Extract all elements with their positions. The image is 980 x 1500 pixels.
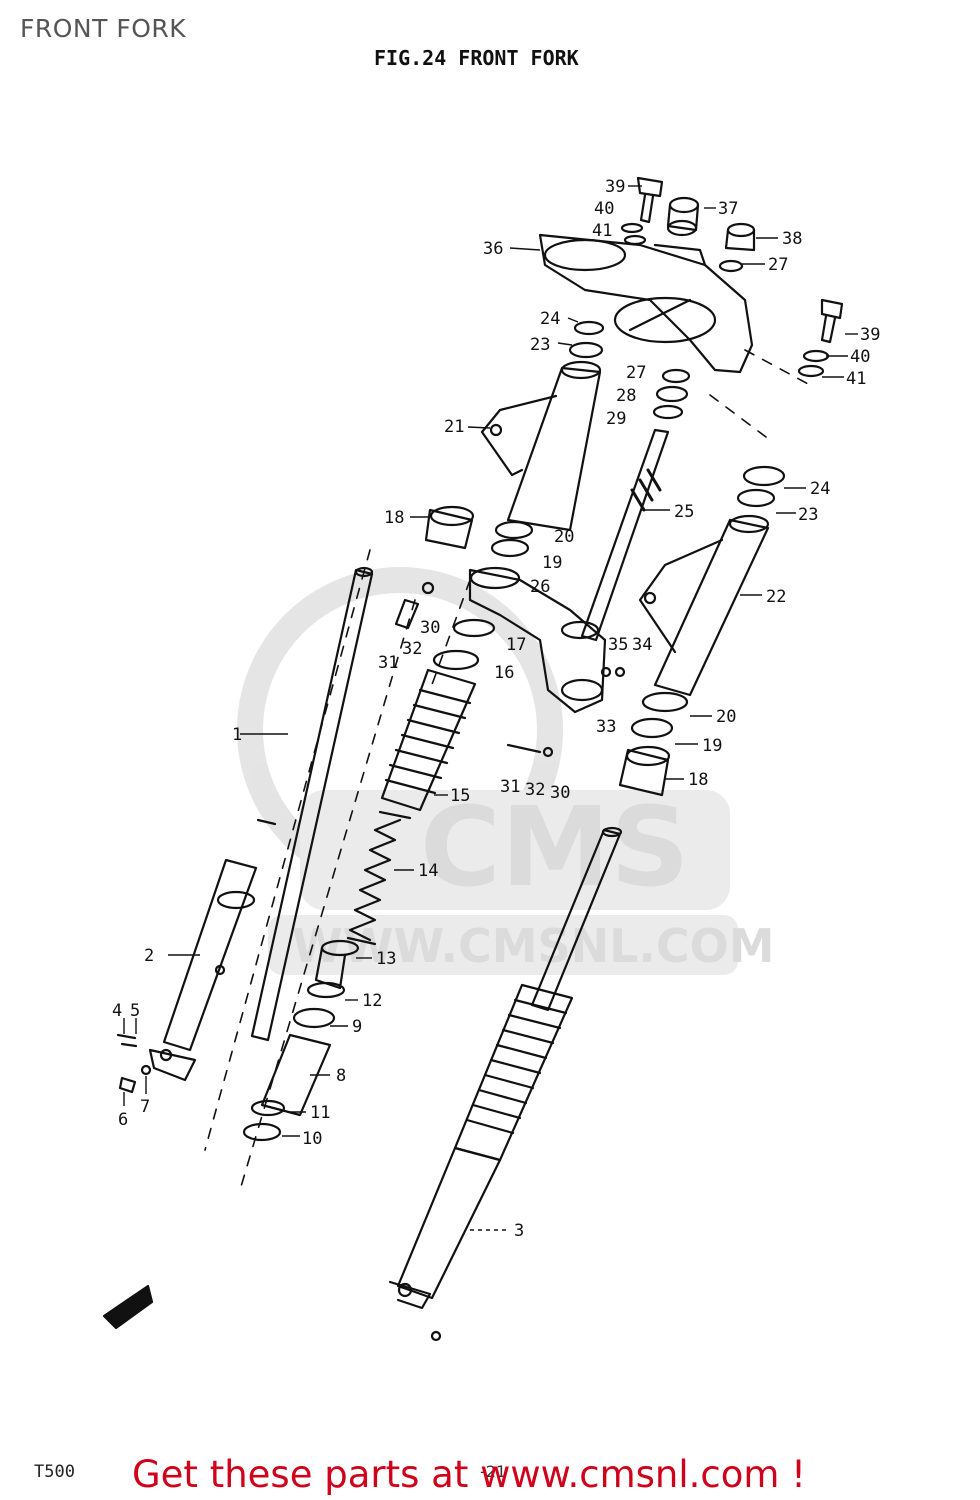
callout-label: 9 — [352, 1017, 362, 1037]
callout-label: 33 — [596, 717, 616, 737]
side-bolt-39 — [797, 298, 844, 378]
page-number: -21 — [480, 1462, 507, 1481]
cmsnl-watermark: CMS WWW.CMSNL.COM — [237, 567, 775, 975]
lower-bracket — [468, 566, 607, 714]
damper-parts — [242, 939, 360, 1142]
callout-label: 2 — [144, 946, 154, 966]
callout-label: 39 — [605, 177, 625, 197]
bushing-37 — [666, 196, 700, 237]
headlight-bracket-right — [638, 465, 786, 697]
callout-label: 40 — [850, 347, 870, 367]
watermark-url: WWW.CMSNL.COM — [292, 919, 775, 973]
callout-label: 29 — [606, 409, 626, 429]
callout-label: 22 — [766, 587, 786, 607]
callout-label: 27 — [768, 255, 788, 275]
callout-label: 32 — [525, 780, 545, 800]
callout-label: 39 — [860, 325, 880, 345]
watermark-brand: CMS — [420, 783, 689, 911]
callout-label: 18 — [688, 770, 708, 790]
axle-bolts-4-7 — [116, 1033, 152, 1094]
callout-label: 15 — [450, 786, 470, 806]
callout-label: 1 — [232, 725, 242, 745]
callout-label: 25 — [674, 502, 694, 522]
callout-labels: 39 40 41 37 38 27 36 39 40 41 24 23 27 2… — [112, 177, 880, 1241]
callout-label: 36 — [483, 239, 503, 259]
cushion-right — [618, 691, 689, 797]
callout-label: 34 — [632, 635, 652, 655]
callout-label: 31 — [500, 777, 520, 797]
callout-label: 40 — [594, 199, 614, 219]
callout-label: 8 — [336, 1066, 346, 1086]
callout-label: 23 — [530, 335, 550, 355]
callout-label: 24 — [540, 309, 560, 329]
upper-bracket — [538, 233, 754, 374]
callout-label: 14 — [418, 861, 438, 881]
callout-label: 41 — [846, 369, 866, 389]
callout-label: 5 — [130, 1001, 140, 1021]
callout-label: 35 — [608, 635, 628, 655]
headlight-bracket-left — [480, 320, 605, 532]
fork-assembly-right — [388, 826, 623, 1342]
callout-label: 7 — [140, 1097, 150, 1117]
leader-lines — [123, 185, 858, 1231]
callout-label: 17 — [506, 635, 526, 655]
callout-label: 6 — [118, 1110, 128, 1130]
callout-label: 30 — [420, 618, 440, 638]
fork-boot-left — [380, 618, 496, 812]
callout-label: 19 — [542, 553, 562, 573]
callout-label: 21 — [444, 417, 464, 437]
top-bolt-39 — [636, 176, 664, 224]
callout-label: 41 — [592, 221, 612, 241]
page-title: FRONT FORK — [20, 14, 187, 43]
footer-promo-link[interactable]: Get these parts at www.cmsnl.com ! — [132, 1453, 807, 1496]
callout-label: 28 — [616, 386, 636, 406]
pinch-bolts — [394, 581, 626, 758]
front-direction-arrow — [102, 1284, 154, 1330]
washers-40-41 — [620, 222, 647, 246]
callout-label: 24 — [810, 479, 830, 499]
callout-label: 27 — [626, 363, 646, 383]
callout-label: 37 — [718, 199, 738, 219]
figure-title: FIG.24 FRONT FORK — [374, 46, 579, 70]
callout-label: 10 — [302, 1129, 322, 1149]
callout-label: 26 — [530, 577, 550, 597]
callout-label: 38 — [782, 229, 802, 249]
callout-label: 32 — [402, 639, 422, 659]
callout-label: 11 — [310, 1103, 330, 1123]
inner-tube-left — [250, 566, 374, 1042]
callout-label: 23 — [798, 505, 818, 525]
callout-label: 12 — [362, 991, 382, 1011]
model-code: T500 — [34, 1462, 75, 1482]
steering-stem — [580, 368, 691, 642]
fork-spring — [346, 810, 412, 946]
outer-tube-left — [148, 858, 258, 1082]
callout-label: 16 — [494, 663, 514, 683]
callout-label: 31 — [378, 653, 398, 673]
assembly-axis-lines — [204, 349, 811, 1191]
cushion-left — [424, 505, 534, 558]
callout-label: 18 — [384, 508, 404, 528]
callout-label: 3 — [514, 1221, 524, 1241]
callout-label: 4 — [112, 1001, 122, 1021]
callout-label: 13 — [376, 949, 396, 969]
callout-label: 20 — [554, 527, 574, 547]
callout-label: 30 — [550, 783, 570, 803]
callout-label: 20 — [716, 707, 736, 727]
cap-38 — [718, 222, 756, 273]
callout-label: 19 — [702, 736, 722, 756]
